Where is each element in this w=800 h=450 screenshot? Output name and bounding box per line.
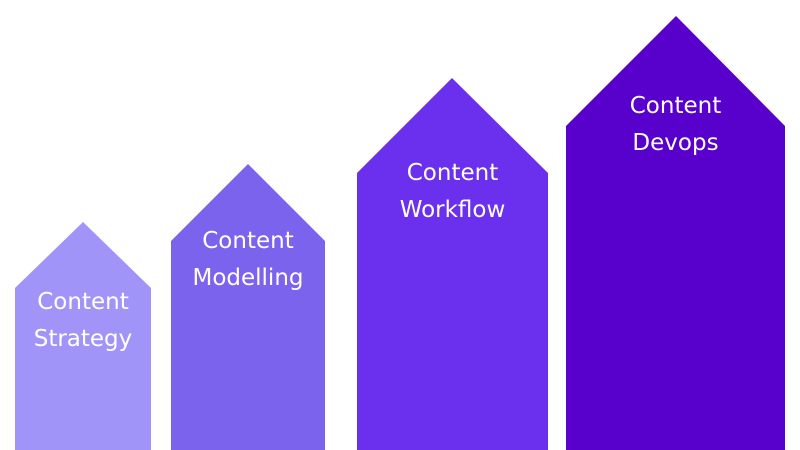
- step-label-line-1: Content: [37, 289, 129, 315]
- step-arrow-content-modelling: Content Modelling: [171, 164, 325, 450]
- step-arrow-content-devops: Content Devops: [566, 16, 785, 450]
- step-label-line-1: Content: [629, 93, 722, 119]
- step-label-line-2: Devops: [632, 130, 719, 156]
- step-label-line-1: Content: [202, 228, 294, 254]
- step-label: Content Devops: [566, 88, 785, 162]
- step-label-line-1: Content: [406, 160, 499, 186]
- step-label-line-2: Strategy: [33, 326, 133, 352]
- step-label: Content Strategy: [15, 284, 151, 358]
- step-arrow-content-strategy: Content Strategy: [15, 222, 151, 450]
- arrow-shape: [171, 164, 325, 450]
- step-label: Content Modelling: [171, 223, 325, 297]
- arrow-shape: [566, 16, 785, 450]
- step-label-line-2: Workflow: [399, 197, 506, 223]
- step-label: Content Workflow: [357, 155, 548, 229]
- step-arrow-content-workflow: Content Workflow: [357, 78, 548, 450]
- step-label-line-2: Modelling: [192, 265, 304, 291]
- arrow-shape: [357, 78, 548, 450]
